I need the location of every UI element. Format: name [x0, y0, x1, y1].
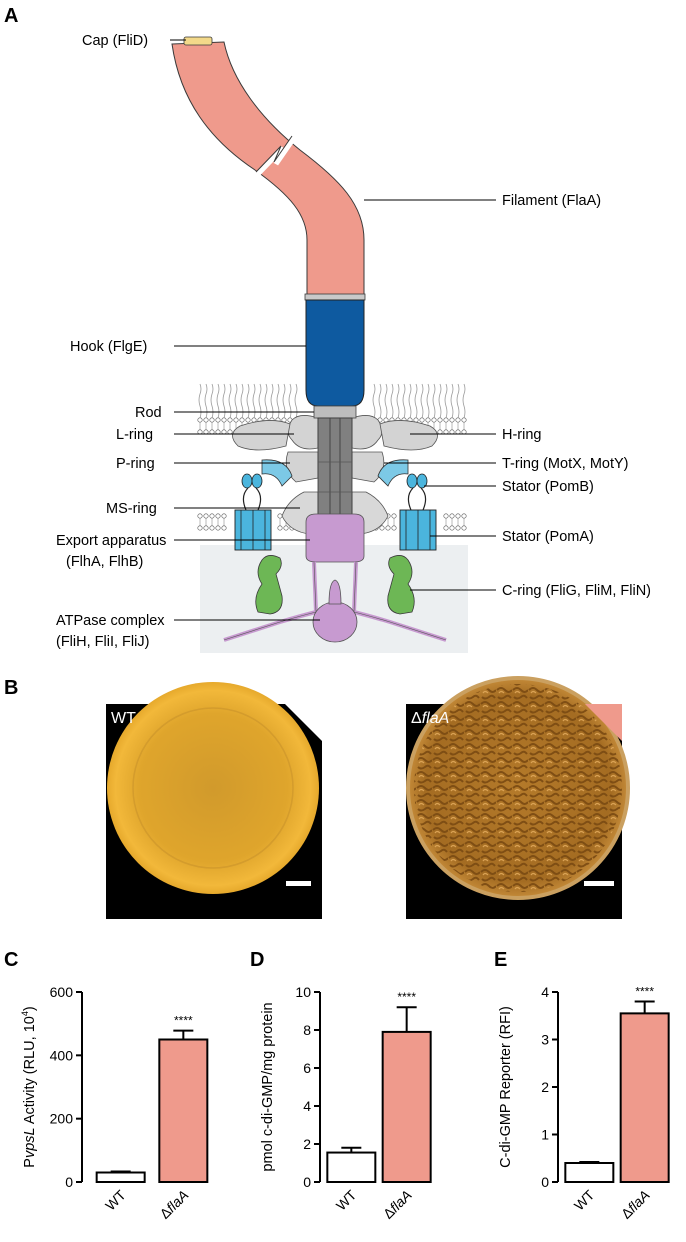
significance-marker: **** — [174, 1014, 193, 1028]
wt-corner-marker — [285, 704, 322, 741]
x-tick-label: WT — [571, 1186, 598, 1213]
label-atpase-proteins: (FliH, FliI, FliJ) — [56, 634, 149, 650]
rod-shaft — [317, 417, 353, 521]
label-ms-ring: MS-ring — [106, 501, 157, 517]
label-export-apparatus: Export apparatus — [56, 533, 166, 549]
hook-junction — [304, 293, 366, 301]
x-tick-label: WT — [102, 1186, 129, 1213]
rod-cap — [313, 405, 357, 419]
h-ring-shape-left — [232, 420, 291, 451]
bar-mutant — [158, 1038, 209, 1183]
x-tick-label: ΔflaA — [618, 1187, 653, 1222]
biofilm-image-mutant: ΔflaA — [406, 676, 630, 919]
wt-image-label: WT — [111, 710, 136, 727]
y-tick-label: 1 — [541, 1127, 549, 1143]
y-tick-label: 0 — [303, 1174, 311, 1190]
h-ring-shape — [379, 420, 438, 451]
label-h-ring: H-ring — [502, 427, 541, 443]
mutant-image-label: ΔflaA — [411, 710, 449, 727]
label-l-ring: L-ring — [116, 427, 153, 443]
y-tick-label: 2 — [303, 1136, 311, 1152]
atpase-head — [328, 579, 342, 605]
y-tick-label: 200 — [50, 1111, 74, 1127]
label-hook: Hook (FlgE) — [70, 339, 147, 355]
label-filament: Filament (FlaA) — [502, 193, 601, 209]
y-tick-label: 8 — [303, 1022, 311, 1038]
x-tick-label: WT — [333, 1186, 360, 1213]
y-tick-label: 0 — [541, 1174, 549, 1190]
filament-shape — [171, 41, 365, 297]
leader-lines — [170, 39, 496, 621]
panel-label-d: D — [250, 949, 264, 971]
l-ring-shape — [287, 415, 319, 450]
y-tick-label: 10 — [295, 984, 311, 1000]
label-stator-pomb: Stator (PomB) — [502, 479, 594, 495]
panel-label-c: C — [4, 949, 18, 971]
significance-marker: **** — [635, 985, 654, 999]
c-ring-right — [387, 555, 415, 615]
y-tick-label: 4 — [541, 984, 549, 1000]
label-c-ring: C-ring (FliG, FliM, FliN) — [502, 583, 651, 599]
label-cap: Cap (FliD) — [82, 33, 148, 49]
c-ring-left — [255, 555, 283, 615]
y-tick-label: 400 — [50, 1047, 74, 1063]
bar-wt — [326, 1151, 377, 1184]
y-tick-label: 4 — [303, 1098, 311, 1114]
panel-label-a: A — [4, 5, 18, 27]
t-ring-right — [377, 459, 409, 487]
flagellum-diagram: Cap (FliD) Filament (FlaA) Hook (FlgE) R… — [56, 33, 651, 653]
y-tick-label: 600 — [50, 984, 74, 1000]
hook-shape — [305, 299, 365, 407]
atpase-body — [312, 601, 358, 643]
bar-wt — [95, 1171, 146, 1183]
panel-label-e: E — [494, 949, 507, 971]
y-tick-label: 6 — [303, 1060, 311, 1076]
x-tick-label: ΔflaA — [380, 1187, 415, 1222]
y-axis-title: pmol c-di-GMP/mg protein — [260, 1002, 276, 1171]
label-atpase-complex: ATPase complex — [56, 613, 165, 629]
y-axis-title: PvpsL Activity (RLU, 104) — [20, 1006, 38, 1167]
significance-marker: **** — [397, 990, 416, 1004]
scale-bar-mutant — [584, 881, 614, 886]
mutant-corner-marker — [585, 704, 622, 741]
label-t-ring: T-ring (MotX, MotY) — [502, 456, 629, 472]
filament-break — [256, 136, 297, 176]
stator-right — [399, 473, 437, 551]
label-p-ring: P-ring — [116, 456, 155, 472]
l-ring-shape-right — [351, 415, 383, 450]
panel-label-b: B — [4, 677, 18, 699]
y-tick-label: 2 — [541, 1079, 549, 1095]
y-axis-title: C-di-GMP Reporter (RFI) — [498, 1006, 514, 1168]
y-tick-label: 0 — [65, 1174, 73, 1190]
scale-bar — [286, 881, 311, 886]
y-tick-label: 3 — [541, 1032, 549, 1048]
bar-mutant — [381, 1030, 432, 1184]
stator-left — [234, 473, 272, 551]
x-tick-label: ΔflaA — [156, 1187, 191, 1222]
cap-shape — [183, 36, 213, 46]
export-apparatus-shape — [305, 513, 365, 563]
label-export-apparatus-proteins: (FlhA, FlhB) — [66, 554, 143, 570]
wt-colony — [107, 682, 319, 894]
chart-e: 0 1 2 3 4WT ΔflaA **** C-di-GMP Reporter (RFI) — [498, 984, 670, 1222]
bar-mutant — [619, 1012, 670, 1183]
label-stator-poma: Stator (PomA) — [502, 529, 594, 545]
t-ring-left — [261, 459, 293, 487]
bar-wt — [564, 1162, 615, 1183]
label-rod: Rod — [135, 405, 162, 421]
biofilm-image-wt: WT — [106, 682, 322, 919]
